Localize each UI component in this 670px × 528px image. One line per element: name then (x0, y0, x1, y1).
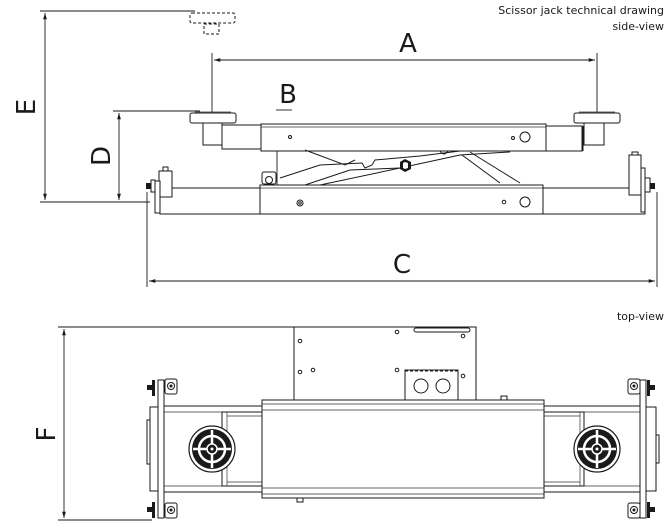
left-lift-pad (189, 111, 237, 146)
label-e: E (12, 99, 42, 115)
pump-plate (293, 326, 508, 402)
raised-pad-outline (189, 12, 236, 35)
label-f: F (32, 427, 62, 442)
dimension-e: E (12, 10, 195, 203)
left-carriage (146, 379, 263, 519)
main-beam (261, 399, 545, 503)
top-view-caption: top-view (617, 310, 664, 323)
dimension-f: F (32, 326, 294, 521)
drawing-title: Scissor jack technical drawing (498, 4, 664, 17)
scissor-mechanism (261, 149, 521, 186)
upper-beam (221, 123, 583, 152)
roller-wheel-bottom-right (627, 502, 655, 519)
label-b: B (279, 80, 297, 110)
roller-wheel-top-right (627, 378, 655, 396)
top-view: F (32, 326, 660, 521)
label-d: D (87, 146, 117, 166)
roller-wheel-bottom-left (147, 502, 178, 519)
lower-base-beam (159, 184, 646, 215)
dimension-c: C (146, 192, 658, 287)
right-rubber-pad (573, 425, 621, 473)
label-a: A (399, 29, 417, 59)
label-c: C (393, 250, 411, 280)
roller-wheel-top-left (147, 378, 178, 396)
left-outrigger (146, 166, 173, 214)
dimension-a: A (211, 29, 598, 112)
dimension-d: D (87, 110, 200, 200)
right-outrigger (628, 151, 655, 213)
side-view: E D A B (12, 10, 658, 287)
side-view-caption: side-view (612, 20, 664, 33)
right-lift-pad (573, 111, 621, 151)
left-rubber-pad (188, 425, 236, 473)
